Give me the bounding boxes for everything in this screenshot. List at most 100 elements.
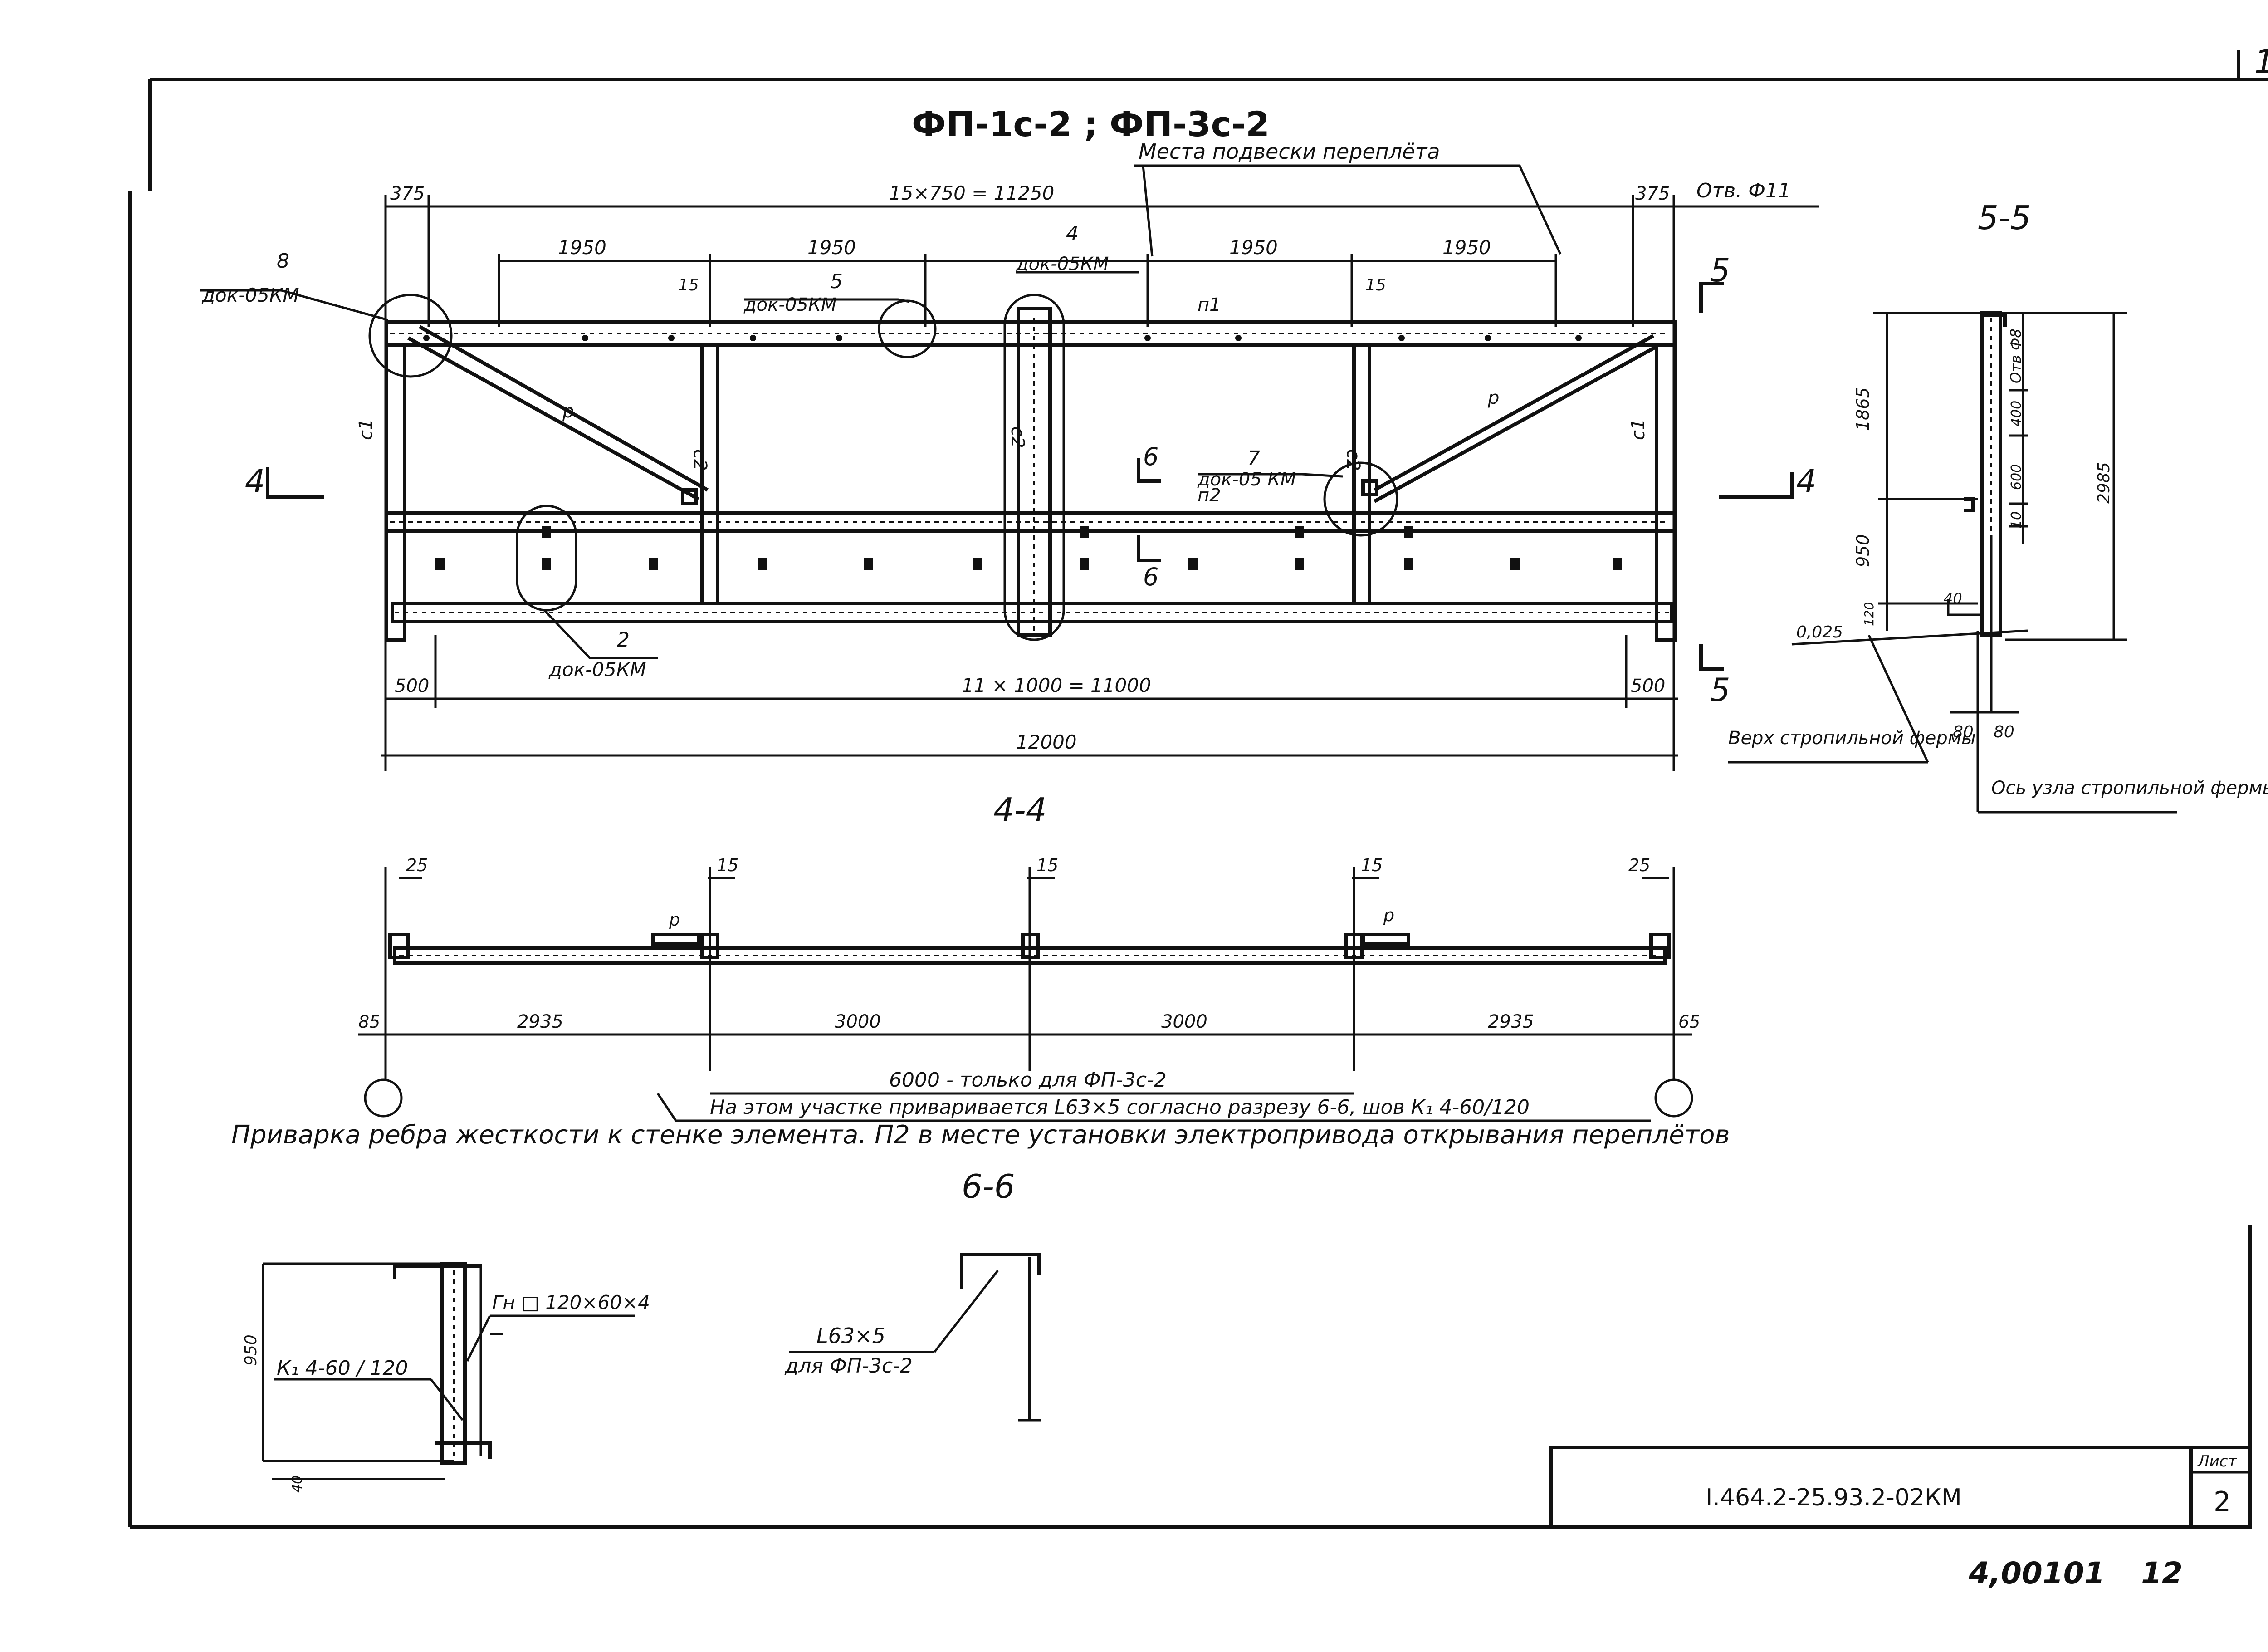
s55-bottom-80-left: 80 bbox=[1953, 723, 1974, 741]
callout-2 bbox=[516, 505, 658, 659]
section-66-title: 6-6 bbox=[962, 1167, 1015, 1206]
s55-dim-1865: 1865 bbox=[1853, 387, 1873, 431]
dim-span-4: 1950 bbox=[1442, 236, 1491, 259]
s44-r-left: р bbox=[669, 910, 680, 930]
s44-bottom-dim-2: 2935 bbox=[517, 1011, 563, 1032]
s55-dim-40: 40 bbox=[1944, 590, 1962, 607]
sheet-frame bbox=[128, 50, 2268, 1529]
dim-bottom-total: 11 × 1000 = 11000 bbox=[962, 674, 1151, 696]
dim-overall: 12000 bbox=[1016, 731, 1077, 753]
section-mark-6-top: 6 bbox=[1143, 442, 1158, 471]
dim-span-3: 1950 bbox=[1229, 236, 1278, 259]
callout-4-doc: док-05КМ bbox=[1016, 254, 1109, 275]
callout-7-num: 7 bbox=[1247, 447, 1260, 470]
label-c2-right: с2 bbox=[1343, 449, 1364, 471]
label-c1-right: с1 bbox=[1628, 419, 1649, 440]
bottom-dimension-chain bbox=[381, 635, 1678, 771]
s55-note-axis: Ось узла стропильной фермы bbox=[1991, 778, 2268, 799]
callout-8 bbox=[200, 289, 453, 378]
s55-dim-10: 10 bbox=[2009, 511, 2024, 529]
callout-4-num: 4 bbox=[1066, 222, 1079, 245]
dim-top-total: 15×750 = 11250 bbox=[889, 182, 1054, 204]
dim-bottom-right: 500 bbox=[1631, 676, 1665, 696]
rib-detail-title: Приварка ребра жесткости к стенке элемен… bbox=[231, 1120, 1730, 1150]
s44-top-dim-4: 15 bbox=[1361, 855, 1383, 875]
callout-7 bbox=[1198, 461, 1398, 537]
s55-dim-2985: 2985 bbox=[2095, 462, 2113, 504]
rib-detail-profile bbox=[262, 1262, 635, 1480]
drawing-title: ФП-1с-2 ; ФП-3с-2 bbox=[912, 104, 1270, 144]
s44-r-right: р bbox=[1383, 905, 1394, 925]
callout-5-doc: док-05КМ bbox=[743, 294, 837, 315]
s44-top-dim-2: 15 bbox=[717, 855, 738, 875]
section-55-profile bbox=[1728, 311, 2177, 814]
label-r-left: р bbox=[562, 401, 574, 422]
section-mark-6-bottom: 6 bbox=[1143, 563, 1158, 591]
callout-5 bbox=[744, 298, 937, 358]
s66-angle: L63×5 bbox=[816, 1324, 885, 1348]
label-c2-mid: с2 bbox=[1007, 426, 1028, 448]
s55-hole: Отв Ф8 bbox=[2007, 328, 2024, 383]
rib-dim-40: 40 bbox=[289, 1476, 305, 1493]
callout-2-doc: док-05КМ bbox=[548, 658, 646, 681]
label-c1-left: с1 bbox=[356, 419, 376, 440]
section-mark-5-bottom: 5 bbox=[1710, 672, 1730, 709]
dim-hole: Отв. Ф11 bbox=[1696, 179, 1791, 202]
s55-dim-950: 950 bbox=[1853, 534, 1873, 567]
section-55-title: 5-5 bbox=[1978, 199, 2031, 237]
label-p2: п2 bbox=[1198, 485, 1221, 506]
s55-dim-600: 600 bbox=[2009, 464, 2024, 490]
section-mark-5-top: 5 bbox=[1710, 252, 1730, 289]
s44-bottom-dim-6: 65 bbox=[1678, 1012, 1700, 1032]
hanging-note: Места подвески переплёта bbox=[1139, 139, 1440, 164]
sheet-label: Лист bbox=[2197, 1452, 2237, 1471]
s44-bottom-dim-4: 3000 bbox=[1161, 1011, 1207, 1032]
dim-left-end: 375 bbox=[390, 183, 425, 204]
corner-sheet-number: 1 bbox=[2254, 43, 2268, 80]
section-marks bbox=[266, 282, 1794, 671]
label-r-right: р bbox=[1487, 387, 1499, 408]
callout-7-doc: док-05 КМ bbox=[1197, 469, 1296, 490]
s55-dim-120: 120 bbox=[1862, 602, 1877, 626]
s55-slope: 0,025 bbox=[1796, 623, 1843, 642]
s44-top-dim-5: 25 bbox=[1628, 855, 1650, 875]
dim-right-end: 375 bbox=[1635, 183, 1670, 204]
callout-8-num: 8 bbox=[277, 250, 289, 273]
rib-stiffener: Гн □ 120×60×4 bbox=[492, 1291, 650, 1314]
callout-8-doc: док-05КМ bbox=[201, 284, 299, 306]
s55-dim-400: 400 bbox=[2009, 401, 2024, 426]
s44-note-only: 6000 - только для ФП-3с-2 bbox=[889, 1069, 1167, 1092]
sheet-number: 2 bbox=[2214, 1486, 2231, 1518]
label-c2-left: с2 bbox=[689, 449, 710, 471]
section-66-profile bbox=[789, 1253, 1041, 1422]
rib-weld: К₁ 4-60 / 120 bbox=[277, 1357, 408, 1380]
section-44-profile bbox=[358, 867, 1693, 1122]
section-44-title: 4-4 bbox=[993, 791, 1047, 829]
s66-for: для ФП-3с-2 bbox=[784, 1354, 913, 1377]
s55-note-top-truss: Верх стропильной фермы bbox=[1728, 728, 1976, 749]
callout-2-num: 2 bbox=[617, 628, 630, 652]
dim-bottom-left: 500 bbox=[395, 676, 429, 696]
hanging-note-leader bbox=[1134, 164, 1562, 255]
section-mark-4-left: 4 bbox=[245, 463, 265, 500]
bolt-marks bbox=[423, 335, 1622, 570]
callout-5-num: 5 bbox=[830, 270, 843, 293]
footer-doc-number: 4,00101 bbox=[1968, 1556, 2105, 1591]
s44-note-weld: На этом участке приваривается L63×5 согл… bbox=[710, 1096, 1530, 1119]
dim-span-2: 1950 bbox=[807, 236, 856, 259]
label-p1: п1 bbox=[1198, 294, 1221, 315]
s44-top-dim-1: 25 bbox=[406, 855, 428, 875]
s55-bottom-80-right: 80 bbox=[1994, 723, 2014, 741]
title-block bbox=[1549, 1446, 2252, 1529]
s44-top-dim-3: 15 bbox=[1036, 855, 1058, 875]
dim-gap-right: 15 bbox=[1365, 276, 1386, 294]
callout-4 bbox=[1003, 271, 1139, 641]
drawing-code: I.464.2-25.93.2-02КМ bbox=[1706, 1484, 1962, 1511]
dim-span-1: 1950 bbox=[558, 236, 606, 259]
rib-dim-950: 950 bbox=[242, 1334, 260, 1366]
frame bbox=[385, 307, 1677, 642]
section-mark-4-right: 4 bbox=[1796, 463, 1817, 500]
s44-bottom-dim-3: 3000 bbox=[835, 1011, 881, 1032]
s44-bottom-dim-1: 85 bbox=[358, 1012, 380, 1032]
